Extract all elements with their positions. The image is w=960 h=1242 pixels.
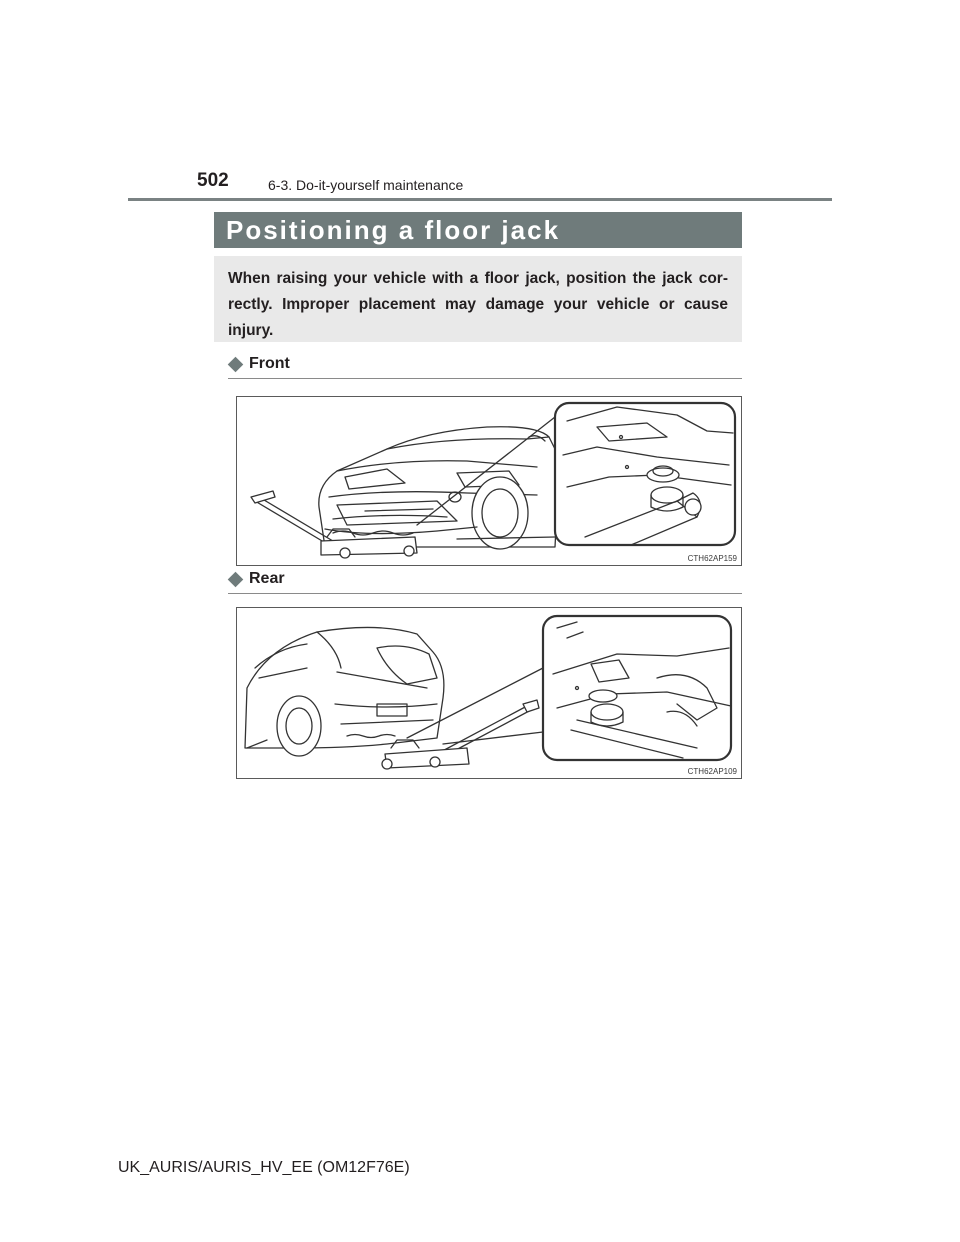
intro-box: When raising your vehicle with a floor j… xyxy=(214,256,742,342)
front-jack-illustration: CTH62AP159 xyxy=(236,396,742,566)
page-title: Positioning a floor jack xyxy=(214,212,742,248)
document-footer: UK_AURIS/AURIS_HV_EE (OM12F76E) xyxy=(118,1159,410,1176)
rear-figure-code: CTH62AP109 xyxy=(687,767,737,776)
front-heading: Front xyxy=(227,355,290,373)
rear-heading: Rear xyxy=(227,570,285,588)
section-label: 6-3. Do-it-yourself maintenance xyxy=(268,177,464,193)
rear-heading-label: Rear xyxy=(249,570,285,587)
rear-divider xyxy=(228,593,742,594)
front-divider xyxy=(228,378,742,379)
header-divider xyxy=(128,198,832,201)
front-figure-code: CTH62AP159 xyxy=(687,554,737,563)
intro-text: When raising your vehicle with a floor j… xyxy=(228,270,728,339)
rear-jack-illustration: CTH62AP109 xyxy=(236,607,742,779)
diamond-bullet-icon xyxy=(227,571,244,587)
page-number: 502 xyxy=(197,170,229,191)
front-heading-label: Front xyxy=(249,355,290,372)
diamond-bullet-icon xyxy=(227,356,244,372)
